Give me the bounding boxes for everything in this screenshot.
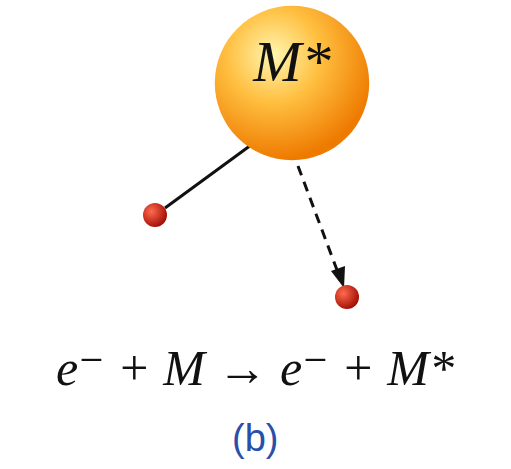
panel-letter: (b) (232, 417, 278, 460)
molecule-label: M* (214, 28, 370, 95)
arrow-head (331, 266, 345, 288)
molecule-sphere: M* (214, 5, 370, 161)
reaction-equation: e⁻ + M → e⁻ + M* (56, 339, 454, 397)
scattered-path (292, 150, 337, 270)
electron-dot (335, 285, 359, 309)
incident-path (165, 137, 262, 208)
electron-dot (143, 203, 167, 227)
sphere-fill (215, 6, 369, 160)
